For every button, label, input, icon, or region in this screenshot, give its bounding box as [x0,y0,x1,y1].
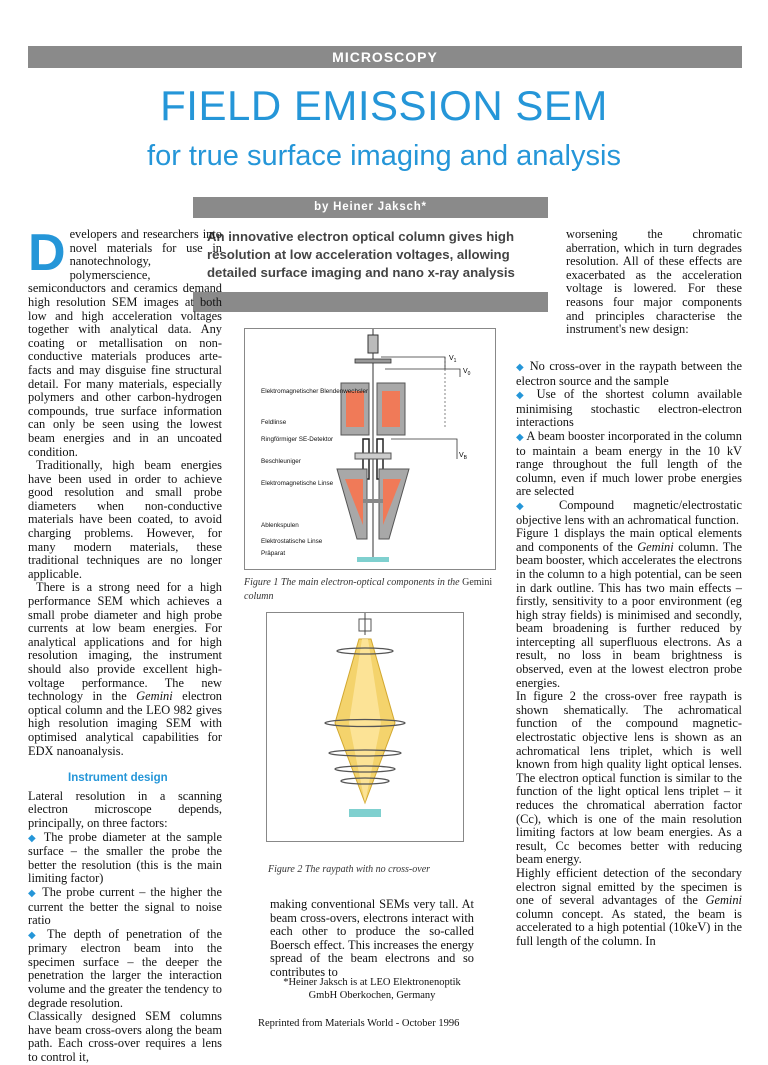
section-heading: Instrument design [68,772,168,785]
voltage-label-v0: V0 [463,368,471,377]
diamond-bullet-icon: ◆ [516,431,524,443]
diamond-bullet-icon: ◆ [516,500,540,512]
standfirst: An innovative electron optical column gi… [207,229,515,280]
figure-2-caption: Figure 2 The raypath with no cross-over [268,864,431,875]
column-2-text: making conventional SEMs very tall. At b… [270,897,474,980]
footnote: *Heiner Jaksch is at LEO Elektronenoptik… [283,977,461,1001]
byline: by Heiner Jaksch* [193,197,548,218]
column-3-top: worsening the chromatic aberration, whic… [566,227,742,337]
bullet-item: ◆ The depth of penetration of the primar… [28,926,223,1010]
fig1-label: Feldlinse [261,419,287,426]
diamond-bullet-icon: ◆ [28,832,39,844]
diamond-bullet-icon: ◆ [516,390,529,402]
figure-2 [266,612,464,842]
paragraph: Highly efficient detection of the second… [516,865,742,948]
fig1-label: Ringförmiger SE-Detektor [261,436,333,443]
fig1-label: Präparat [261,550,285,557]
fig1-label: Elektromagnetischer Blendenwechsler [261,388,368,395]
paragraph: worsening the chromatic aberration, whic… [566,227,742,337]
section-banner: MICROSCOPY [28,46,742,68]
paragraph: Classically designed SEM columns have be… [28,1009,222,1065]
paragraph: There is a strong need for a high perfor… [28,580,223,758]
article-title: FIELD EMISSION SEM [160,82,608,129]
paragraph: making conventional SEMs very tall. At b… [270,897,474,979]
bullet-item: ◆ The probe diameter at the sample surfa… [28,829,222,886]
paragraph: Traditionally, high beam energies have b… [28,458,222,581]
bullet-item: ◆ Compound magnetic/electrostatic object… [516,497,742,527]
fig1-label: Ablenkspulen [261,522,299,529]
figure-1: V1 V0 VB Elektromagnetischer Blendenwech… [244,328,496,570]
voltage-label-vb: VB [459,452,468,461]
voltage-label-v1: V1 [449,355,457,364]
article-subtitle: for true surface imaging and analysis [147,140,621,172]
diamond-bullet-icon: ◆ [516,362,526,373]
figure-1-caption: Figure 1 The main electron-optical compo… [244,577,493,602]
bullet-item: ◆ The probe current – the higher the cur… [28,884,223,928]
divider-bar [193,292,548,312]
column-3: ◆ No cross-over in the raypath between t… [516,359,742,949]
bullet-item: ◆ Use of the shortest column available m… [516,387,742,430]
bullet-item: ◆ A beam booster incorporated in the col… [516,428,742,499]
bullet-item: ◆ No cross-over in the raypath between t… [516,359,742,388]
drop-cap: D [28,224,66,282]
diamond-bullet-icon: ◆ [28,887,38,899]
fig1-label: Elektrostatische Linse [261,538,323,545]
fig1-label: Elektromagnetische Linse [261,480,334,487]
paragraph: In figure 2 the cross-over free raypath … [516,689,742,867]
paragraph: Figure 1 displays the main optical eleme… [516,526,742,690]
diamond-bullet-icon: ◆ [28,929,40,941]
paragraph: Lateral resolution in a scanning electro… [28,788,222,830]
fig1-label: Beschleuniger [261,458,301,465]
raypath-diagram [324,613,406,817]
gemini-column-diagram: V1 V0 VB Elektromagnetischer Blendenwech… [261,329,471,562]
